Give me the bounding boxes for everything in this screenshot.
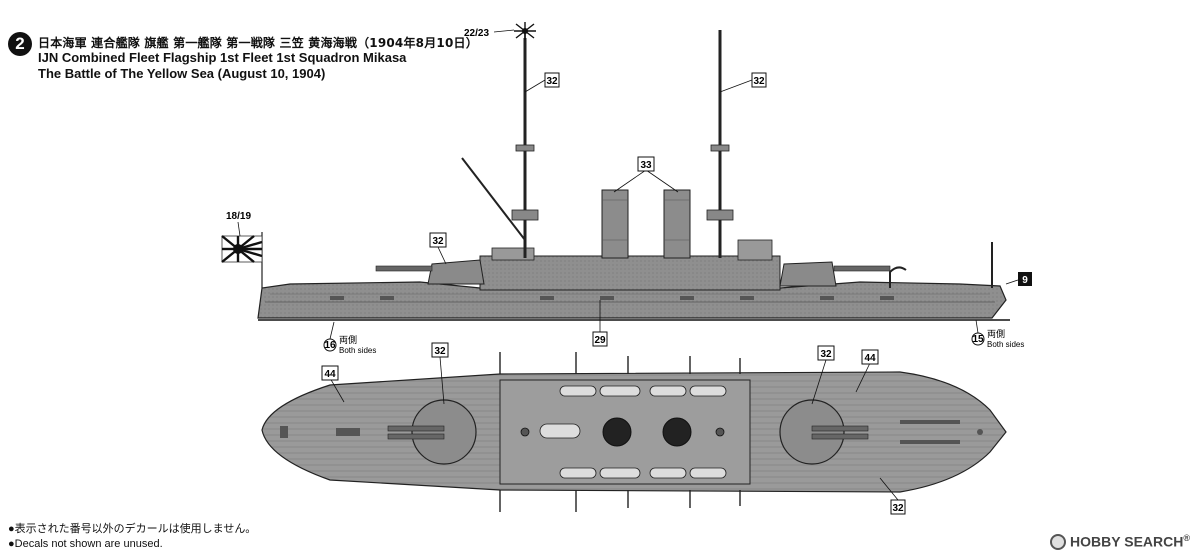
title-japanese: 日本海軍 連合艦隊 旗艦 第一艦隊 第一戦隊 三笠 黄海海戦（1904年8月10… — [38, 36, 478, 50]
callout-32-fore-mast: 32 — [524, 72, 560, 93]
superstructure — [479, 255, 781, 291]
fore-funnel — [601, 189, 629, 259]
aft-gun-barrel-top-2 — [811, 433, 869, 440]
callout-32-bottom: 32 — [879, 477, 906, 515]
svg-text:32: 32 — [892, 503, 904, 514]
rising-sun-ensign-icon — [221, 235, 263, 263]
svg-text:32: 32 — [432, 236, 444, 247]
svg-text:32: 32 — [546, 76, 558, 87]
callout-44-right: 44 — [855, 349, 879, 393]
svg-text:32: 32 — [753, 76, 765, 87]
casemate-ports — [330, 296, 894, 300]
bow-fittings — [900, 420, 983, 444]
svg-text:29: 29 — [594, 335, 606, 346]
callout-32-top-right: 32 — [811, 345, 835, 405]
callout-16-both-sides: 16 両側 Both sides — [323, 321, 376, 355]
aft-bridge — [737, 239, 773, 261]
title-english-line1: IJN Combined Fleet Flagship 1st Fleet 1s… — [38, 50, 407, 65]
svg-text:15: 15 — [972, 334, 984, 345]
main-mast-top — [715, 427, 725, 437]
masthead-flag-icon — [514, 22, 536, 40]
fore-turret-top — [411, 399, 477, 465]
aft-turret-top — [779, 399, 845, 465]
callout-32-main-mast: 32 — [719, 72, 767, 93]
callout-44-left: 44 — [321, 365, 345, 403]
svg-text:33: 33 — [640, 160, 652, 171]
fore-gun-barrel-top-2 — [387, 433, 445, 440]
svg-text:Both sides: Both sides — [339, 346, 376, 355]
funnel-bands — [602, 199, 690, 241]
anchor-crane — [889, 266, 907, 288]
decal-notes: ●表示された番号以外のデカールは使用しません。 ●Decals not show… — [8, 522, 256, 552]
svg-text:9: 9 — [1022, 275, 1028, 286]
hobby-search-logo-icon — [1050, 533, 1067, 550]
svg-text:44: 44 — [864, 353, 876, 364]
aft-gun-barrel-top-1 — [811, 425, 869, 432]
callout-29: 29 — [592, 300, 608, 347]
derrick-boom — [461, 157, 526, 241]
fore-turret-side — [427, 259, 485, 285]
side-view — [257, 30, 1010, 321]
callout-15-both-sides: 15 両側 Both sides — [971, 319, 1024, 349]
svg-text:44: 44 — [324, 369, 336, 380]
svg-text:18/19: 18/19 — [226, 211, 251, 222]
callout-9: 9 — [1005, 272, 1032, 286]
callout-18-19: 18/19 — [226, 211, 251, 237]
svg-text:Both sides: Both sides — [987, 340, 1024, 349]
main-fighting-top — [706, 209, 734, 221]
svg-text:32: 32 — [434, 346, 446, 357]
svg-text:32: 32 — [820, 349, 832, 360]
aft-gun-barrel — [833, 265, 891, 272]
note-japanese: ●表示された番号以外のデカールは使用しません。 — [8, 523, 257, 535]
step-number-badge: 2 — [8, 32, 32, 56]
main-upper-top — [710, 144, 730, 152]
svg-text:両側: 両側 — [339, 334, 357, 346]
svg-text:22/23: 22/23 — [464, 28, 489, 39]
callout-32-fore-turret: 32 — [429, 232, 447, 265]
svg-text:両側: 両側 — [987, 328, 1005, 340]
top-view — [261, 352, 1007, 512]
hobby-search-watermark: HOBBY SEARCH® — [1050, 533, 1190, 550]
fore-funnel-top — [602, 417, 632, 447]
aft-funnel — [663, 189, 691, 259]
stern-fittings — [280, 426, 360, 438]
callout-32-top-left: 32 — [431, 342, 449, 405]
fore-mast-top — [520, 427, 530, 437]
note-english: ●Decals not shown are unused. — [8, 538, 163, 550]
fore-fighting-top — [511, 209, 539, 221]
title-english-line2: The Battle of The Yellow Sea (August 10,… — [38, 66, 326, 81]
ship-boats — [539, 385, 727, 479]
callout-33-funnels: 33 — [613, 156, 679, 193]
aft-funnel-top — [662, 417, 692, 447]
svg-text:16: 16 — [324, 340, 336, 351]
fore-bridge — [491, 247, 535, 261]
callout-22-23: 22/23 — [464, 28, 515, 39]
boat-booms — [499, 352, 741, 512]
fore-upper-top — [515, 144, 535, 152]
aft-turret-side — [779, 261, 837, 287]
fore-gun-barrel-top-1 — [387, 425, 445, 432]
fore-gun-barrel — [375, 265, 433, 272]
